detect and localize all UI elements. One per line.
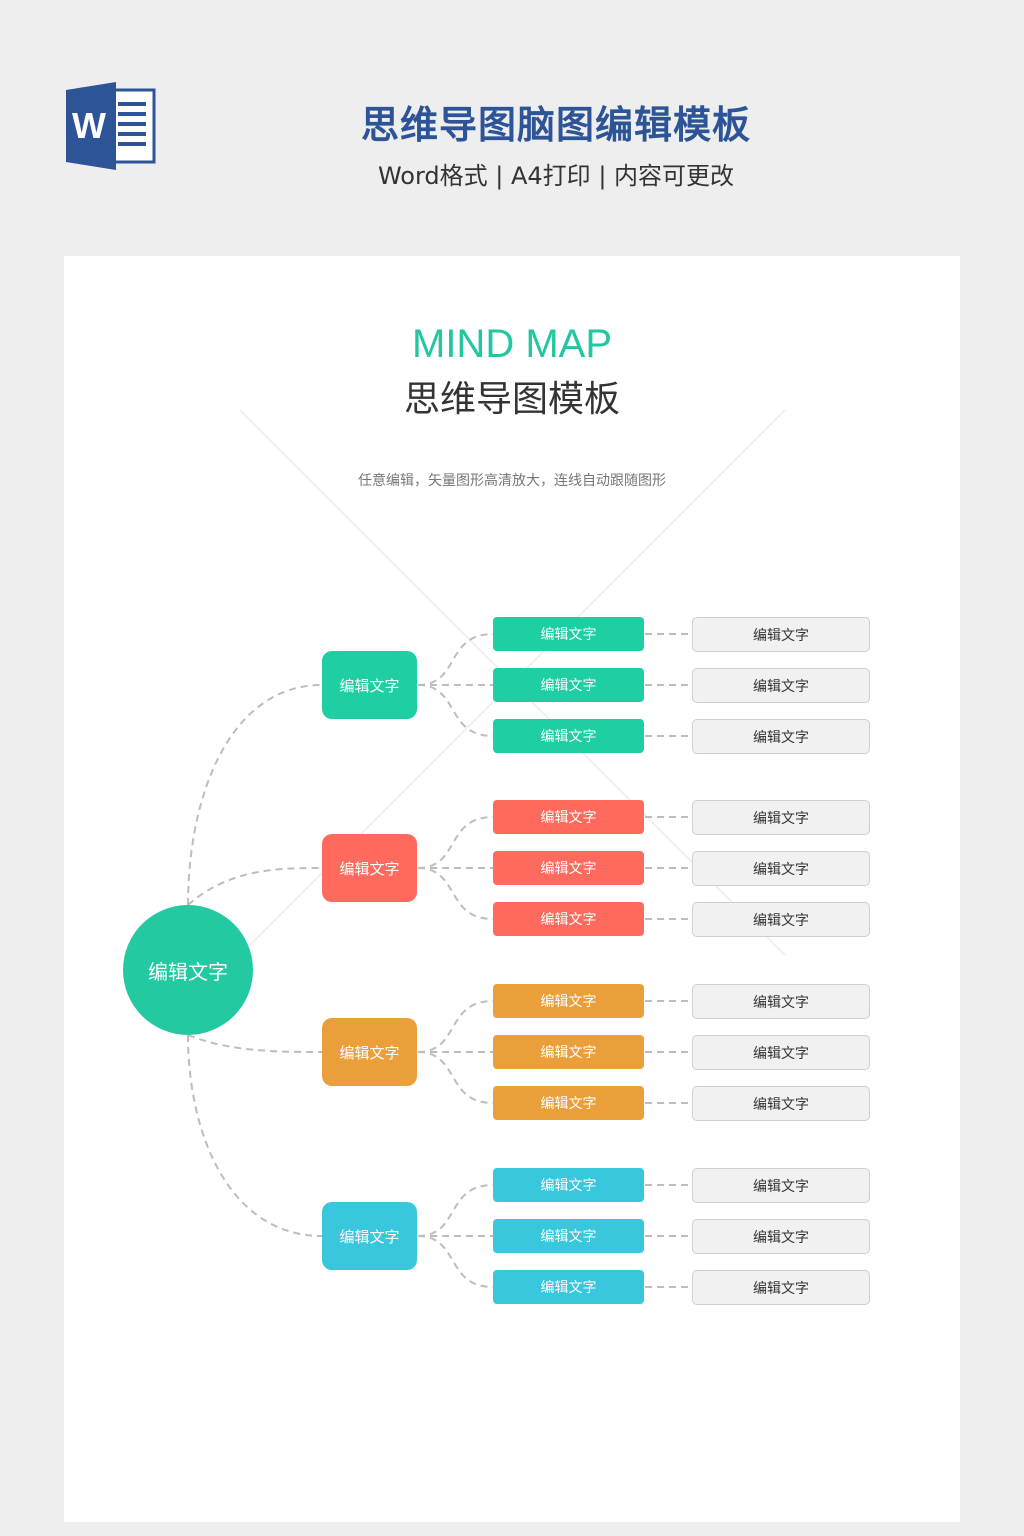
center-connector: [187, 684, 323, 906]
branch-connector: [417, 633, 494, 686]
center-connector: [187, 1034, 323, 1237]
branch-connector: [417, 684, 494, 737]
subtopic-node[interactable]: 编辑文字: [493, 800, 644, 834]
subtopic-node[interactable]: 编辑文字: [493, 1035, 644, 1069]
subtopic-node[interactable]: 编辑文字: [493, 1219, 644, 1253]
subtopic-node[interactable]: 编辑文字: [493, 902, 644, 936]
branch-node[interactable]: 编辑文字: [322, 1018, 417, 1086]
leaf-node[interactable]: 编辑文字: [692, 1035, 870, 1070]
center-connector: [187, 1034, 323, 1053]
branch-connector: [417, 1051, 494, 1104]
leaf-node[interactable]: 编辑文字: [692, 902, 870, 937]
subtopic-node[interactable]: 编辑文字: [493, 984, 644, 1018]
leaf-node[interactable]: 编辑文字: [692, 851, 870, 886]
subtopic-node[interactable]: 编辑文字: [493, 617, 644, 651]
branch-connector: [417, 1235, 494, 1288]
branch-connector: [417, 816, 494, 869]
subtopic-node[interactable]: 编辑文字: [493, 1270, 644, 1304]
center-connector: [187, 867, 323, 906]
branch-connector: [417, 867, 494, 920]
subtopic-node[interactable]: 编辑文字: [493, 1086, 644, 1120]
leaf-node[interactable]: 编辑文字: [692, 800, 870, 835]
mindmap-title-cn: 思维导图模板: [403, 379, 620, 420]
leaf-node[interactable]: 编辑文字: [692, 1219, 870, 1254]
subtopic-node[interactable]: 编辑文字: [493, 668, 644, 702]
mindmap-title-en: MIND MAP: [412, 322, 612, 366]
mindmap-description: 任意编辑，矢量图形高清放大，连线自动跟随图形: [358, 473, 666, 489]
subtopic-node[interactable]: 编辑文字: [493, 851, 644, 885]
leaf-node[interactable]: 编辑文字: [692, 668, 870, 703]
leaf-node[interactable]: 编辑文字: [692, 1270, 870, 1305]
subtopic-node[interactable]: 编辑文字: [493, 719, 644, 753]
leaf-node[interactable]: 编辑文字: [692, 1168, 870, 1203]
header-subtitle: Word格式 | A4打印 | 内容可更改: [377, 162, 735, 190]
leaf-node[interactable]: 编辑文字: [692, 984, 870, 1019]
branch-node[interactable]: 编辑文字: [322, 1202, 417, 1270]
leaf-node[interactable]: 编辑文字: [692, 1086, 870, 1121]
header-title: 思维导图脑图编辑模板: [360, 103, 751, 147]
branch-connector: [417, 1000, 494, 1053]
branch-node[interactable]: 编辑文字: [322, 651, 417, 719]
svg-text:W: W: [72, 105, 106, 146]
subtopic-node[interactable]: 编辑文字: [493, 1168, 644, 1202]
branch-connector: [417, 1184, 494, 1237]
leaf-node[interactable]: 编辑文字: [692, 617, 870, 652]
word-icon: W: [66, 82, 156, 170]
document-page: [64, 256, 960, 1522]
central-node[interactable]: 编辑文字: [123, 905, 253, 1035]
branch-node[interactable]: 编辑文字: [322, 834, 417, 902]
leaf-node[interactable]: 编辑文字: [692, 719, 870, 754]
